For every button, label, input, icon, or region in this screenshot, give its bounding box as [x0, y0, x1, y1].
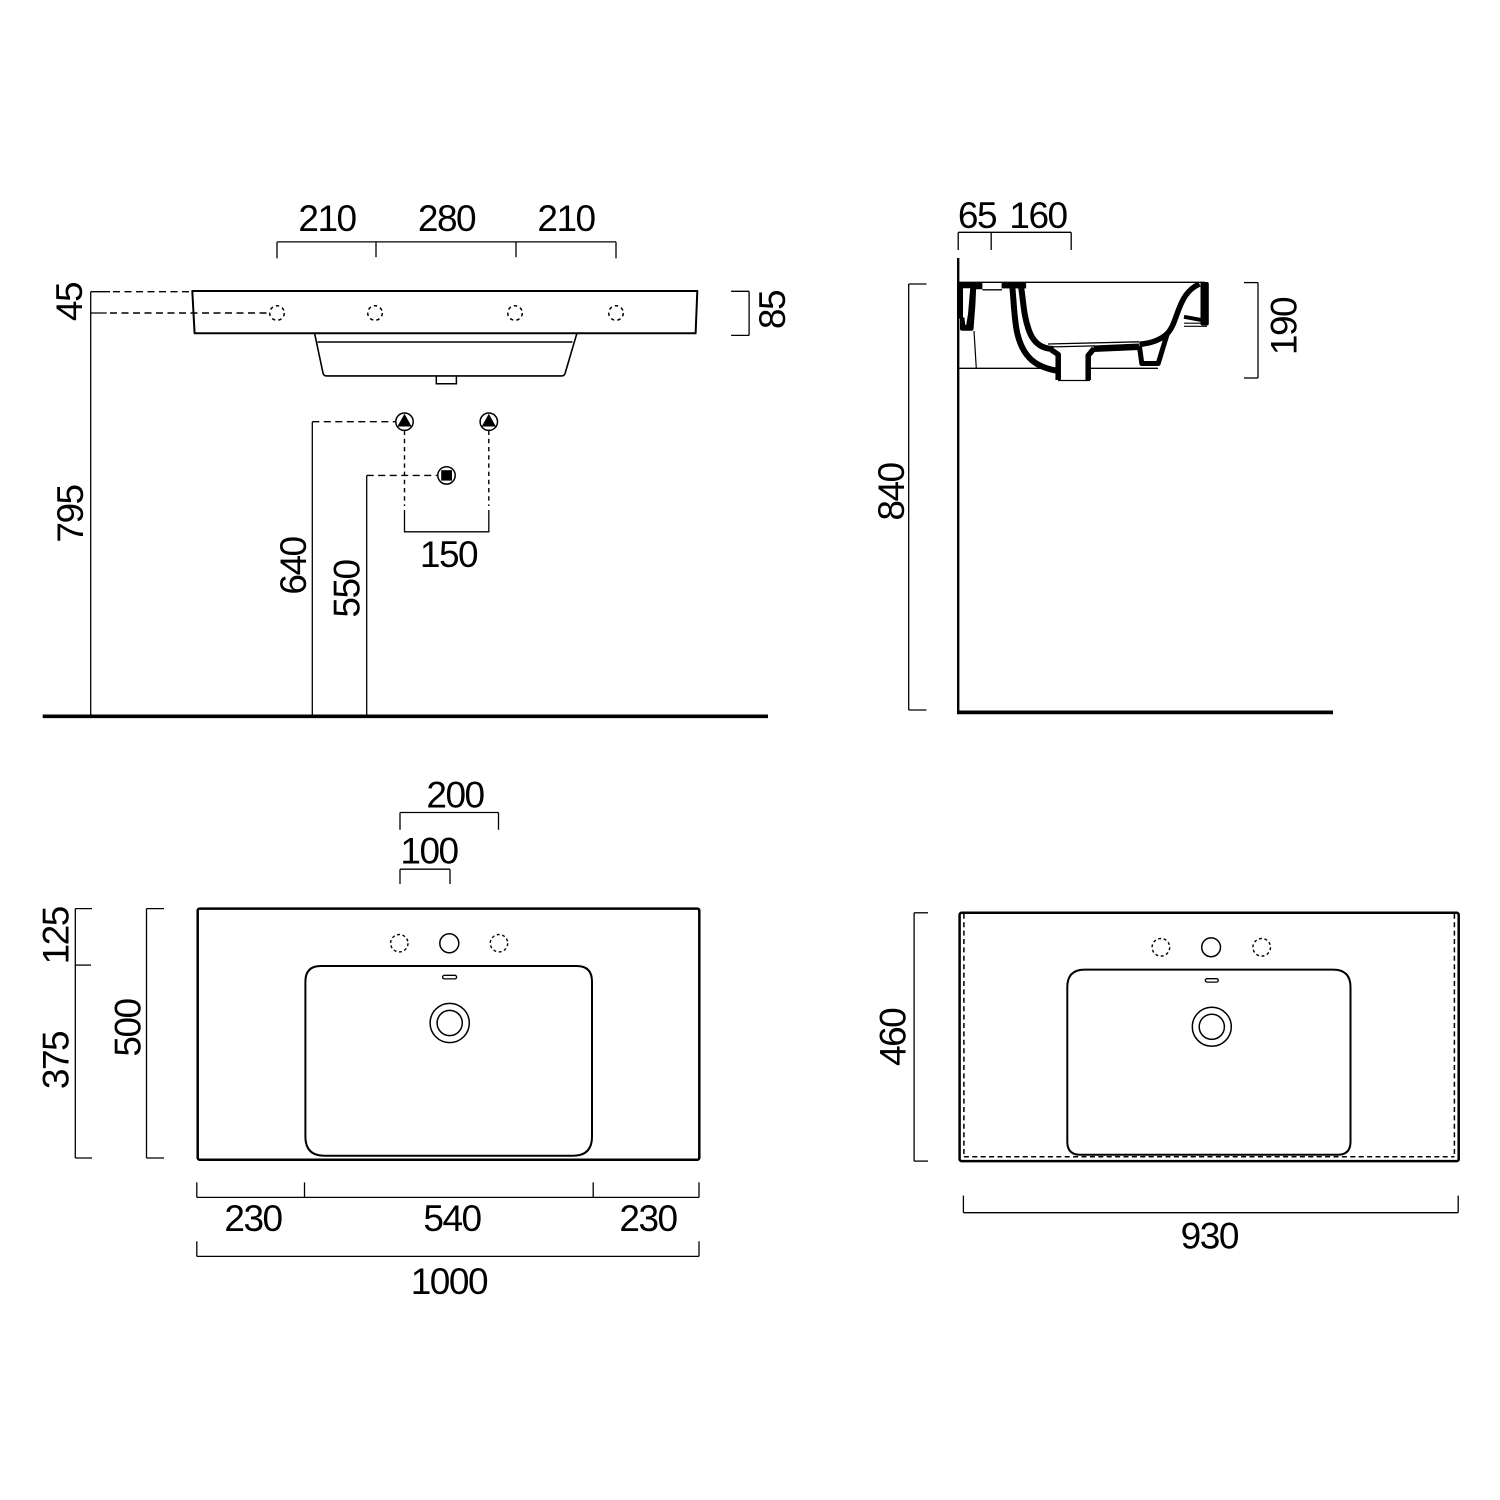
svg-text:1000: 1000: [411, 1261, 488, 1302]
svg-text:930: 930: [1181, 1216, 1239, 1257]
svg-text:125: 125: [36, 906, 77, 964]
svg-text:500: 500: [108, 998, 149, 1056]
svg-text:840: 840: [871, 462, 912, 520]
svg-text:375: 375: [36, 1031, 77, 1089]
svg-text:100: 100: [400, 831, 458, 872]
svg-text:210: 210: [537, 198, 595, 239]
svg-text:190: 190: [1264, 297, 1305, 355]
svg-text:65: 65: [958, 195, 997, 236]
svg-text:85: 85: [752, 290, 793, 329]
svg-text:280: 280: [418, 198, 476, 239]
svg-text:795: 795: [50, 484, 91, 542]
svg-text:200: 200: [426, 775, 484, 816]
svg-text:45: 45: [49, 282, 90, 321]
svg-text:160: 160: [1009, 195, 1067, 236]
svg-text:210: 210: [298, 198, 356, 239]
svg-text:230: 230: [619, 1198, 677, 1239]
svg-text:540: 540: [423, 1198, 481, 1239]
svg-text:230: 230: [224, 1198, 282, 1239]
svg-text:460: 460: [872, 1008, 913, 1066]
svg-text:150: 150: [420, 534, 478, 575]
svg-text:550: 550: [326, 559, 367, 617]
svg-text:640: 640: [273, 536, 314, 594]
